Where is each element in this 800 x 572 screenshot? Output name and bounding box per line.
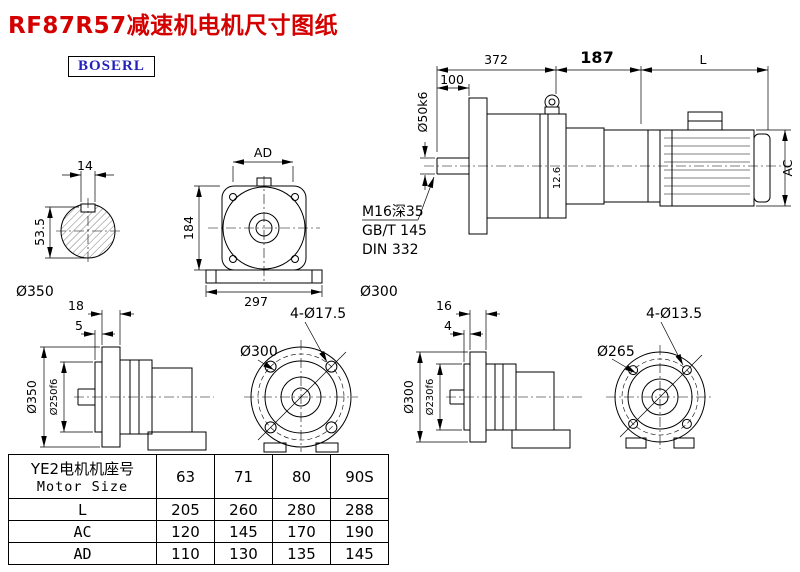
front-view-dimensions — [194, 159, 323, 297]
table-header-row: YE2电机机座号 Motor Size 63 71 80 90S — [8, 454, 389, 499]
flange2-bolt-circle-label: Ø265 — [597, 344, 635, 360]
value-ad-80: 135 — [272, 542, 331, 565]
value-l-63: 205 — [156, 498, 215, 521]
flange1-bolt-circle-label: Ø300 — [240, 344, 278, 360]
dim-372-label: 372 — [484, 52, 508, 67]
thread-standard-din-label: DIN 332 — [362, 242, 419, 258]
value-ac-90s: 190 — [330, 520, 389, 543]
value-l-90s: 288 — [330, 498, 389, 521]
table-row-l: L 205 260 280 288 — [8, 498, 389, 521]
dim-297-label: 297 — [244, 294, 268, 309]
value-ad-90s: 145 — [330, 542, 389, 565]
eyebolt-icon — [544, 94, 560, 115]
dim-l-label: L — [700, 52, 707, 67]
shaft-dia350-label: Ø350 — [16, 284, 54, 300]
value-ac-63: 120 — [156, 520, 215, 543]
dim-ac-label: AC — [780, 159, 795, 176]
shaft-height-label: 53.5 — [32, 218, 47, 246]
flange2-dim16-label: 16 — [436, 298, 452, 313]
flange2-face-leaders — [611, 321, 684, 374]
row-label-ac: AC — [8, 520, 157, 543]
motor-body — [659, 111, 771, 207]
flange2-dia300-label: Ø300 — [401, 380, 416, 414]
motor-fins — [664, 137, 750, 195]
flange2-holes-label: 4-Ø13.5 — [646, 306, 702, 322]
flange1-dim5-label: 5 — [75, 318, 83, 333]
dim-12-6-label: 12.6 — [552, 167, 563, 189]
row-label-l: L — [8, 498, 157, 521]
table-row-ac: AC 120 145 170 190 — [8, 520, 389, 543]
assembly-dimensions — [362, 66, 791, 221]
dim-184-label: 184 — [181, 216, 196, 240]
flange1-dia350-label: Ø350 — [24, 380, 39, 414]
value-l-71: 260 — [214, 498, 273, 521]
key-width-label: 14 — [77, 158, 93, 173]
value-l-80: 280 — [272, 498, 331, 521]
flange2-dia230-label: Ø230f6 — [424, 379, 436, 416]
flange1-face-view: Ø300 4-Ø17.5 — [240, 306, 358, 453]
gearbox-front-view: AD 184 297 Ø300 — [181, 145, 398, 309]
column-90s: 90S — [330, 454, 389, 499]
flange1-dim18-label: 18 — [68, 298, 84, 313]
motor-size-header-cell: YE2电机机座号 Motor Size — [8, 454, 157, 499]
page-title: RF87R57减速机电机尺寸图纸 — [8, 13, 339, 39]
flange1-face-leaders — [257, 321, 328, 371]
shaft-diameter-label: Ø50k6 — [415, 91, 430, 132]
brand-logo: BOSERL — [68, 56, 155, 77]
table-row-ad: AD 110 130 135 145 — [8, 542, 389, 565]
shaft-section-dimensions — [45, 171, 114, 259]
shaft-section-view: 14 53.5 Ø350 — [16, 158, 120, 300]
value-ad-63: 110 — [156, 542, 215, 565]
column-63: 63 — [156, 454, 215, 499]
dim-187-label: 187 — [580, 48, 613, 67]
value-ad-71: 130 — [214, 542, 273, 565]
value-ac-71: 145 — [214, 520, 273, 543]
thread-standard-gb-label: GB/T 145 — [362, 223, 427, 239]
flange2-dim4-label: 4 — [444, 318, 452, 333]
motor-size-table: YE2电机机座号 Motor Size 63 71 80 90S L 205 2… — [8, 454, 389, 565]
column-80: 80 — [272, 454, 331, 499]
dim-ad-label: AD — [254, 145, 272, 160]
value-ac-80: 170 — [272, 520, 331, 543]
column-71: 71 — [214, 454, 273, 499]
output-shaft — [436, 157, 469, 175]
table-header-cn: YE2电机机座号 — [30, 460, 135, 478]
assembly-side-view: 372 187 L 100 Ø50k6 AC 12.6 M16深35 GB/T … — [362, 48, 795, 258]
technical-drawing: 372 187 L 100 Ø50k6 AC 12.6 M16深35 GB/T … — [16, 48, 795, 453]
fan-cover — [753, 133, 771, 203]
flange1-side-view: 18 5 Ø350 Ø250f6 — [24, 298, 214, 451]
flange1-dia250-label: Ø250f6 — [48, 379, 60, 416]
table-header-en: Motor Size — [36, 479, 129, 495]
flange2-side-view: 16 4 Ø300 Ø230f6 — [401, 298, 582, 449]
dim-100-label: 100 — [440, 72, 464, 87]
flange2-face-view: Ø265 4-Ø13.5 — [597, 306, 714, 449]
row-label-ad: AD — [8, 542, 157, 565]
flange1-side-dimensions — [40, 310, 134, 448]
flange1-holes-label: 4-Ø17.5 — [290, 306, 346, 322]
flange2-side-dimensions — [416, 310, 500, 443]
gearbox-housing — [468, 97, 661, 235]
thread-spec-label: M16深35 — [362, 204, 424, 220]
front-dia300-label: Ø300 — [360, 284, 398, 300]
